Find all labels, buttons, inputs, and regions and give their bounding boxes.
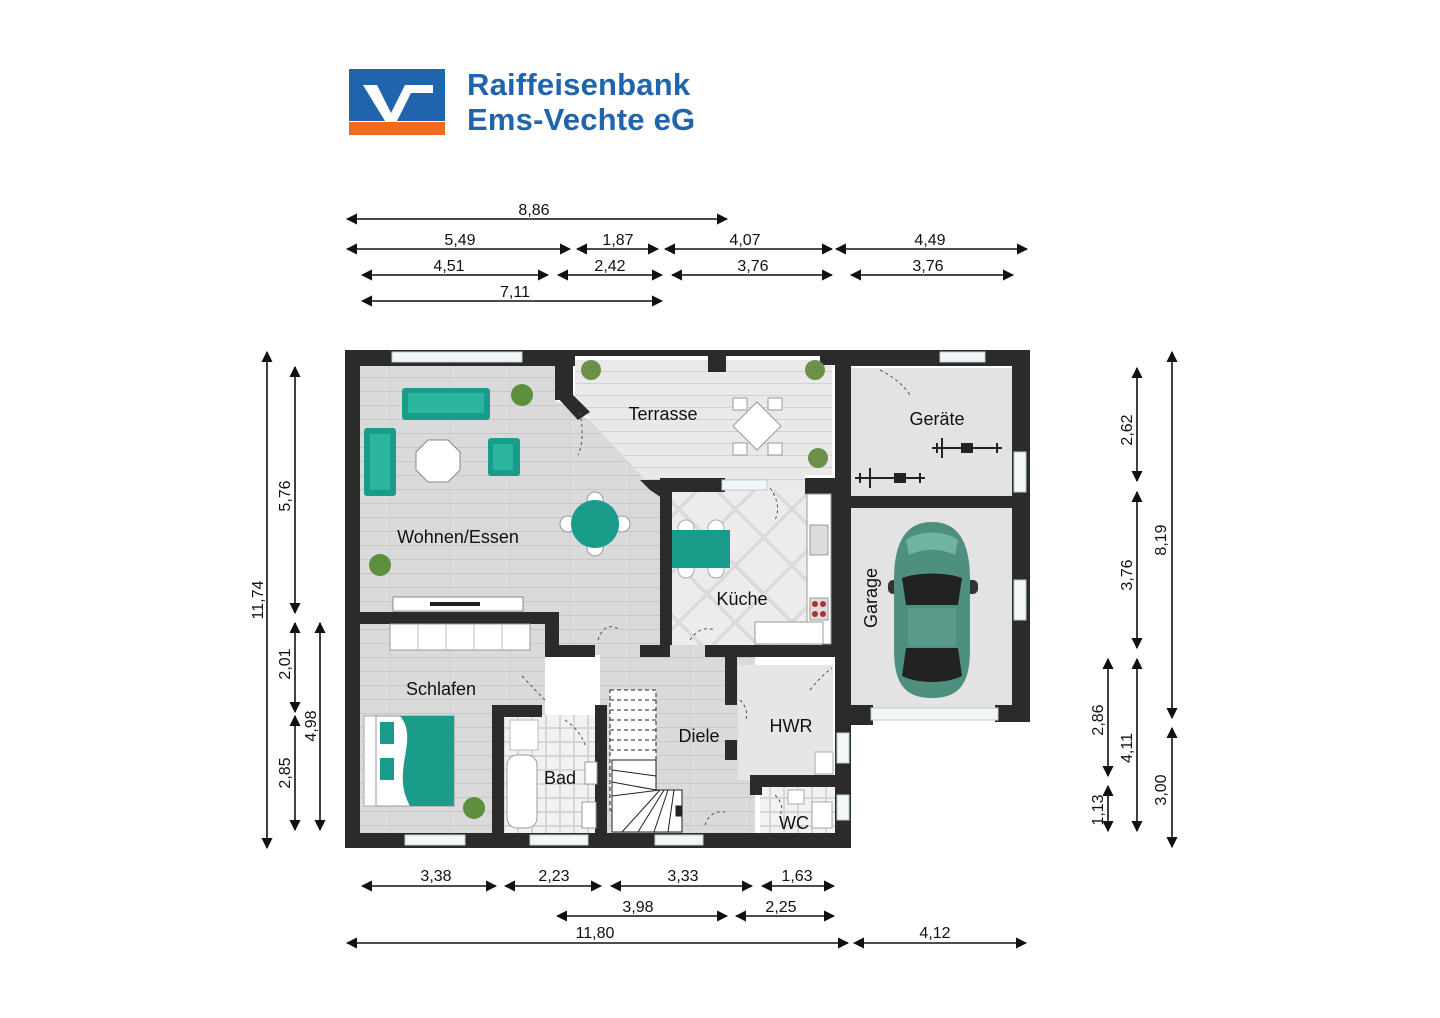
- dim-right: 4,11: [1119, 733, 1136, 763]
- dim-left: 2,01: [277, 648, 294, 679]
- plant-icon: [511, 384, 533, 406]
- raiffeisen-logo-icon: [349, 69, 445, 135]
- furniture: [363, 360, 1002, 833]
- dim-top: 1,87: [602, 232, 633, 249]
- dim-top: 7,11: [500, 284, 530, 301]
- staircase-icon: [609, 689, 683, 833]
- dim-left: 11,74: [250, 580, 267, 619]
- car-icon: [888, 522, 978, 698]
- dim-bottom: 1,63: [781, 868, 812, 885]
- wardrobe-icon: [389, 623, 531, 651]
- room-label-garage: Garage: [861, 568, 881, 628]
- plant-icon: [463, 797, 485, 819]
- kitchen-island-icon: [672, 530, 730, 568]
- dim-top: 4,49: [914, 232, 945, 249]
- dim-right: 3,00: [1153, 774, 1170, 805]
- dim-right: 2,62: [1119, 414, 1136, 445]
- dim-bottom: 3,98: [622, 899, 653, 916]
- dim-bottom: 2,23: [538, 868, 569, 885]
- bathtub-icon: [506, 754, 538, 829]
- room-label-wohnen: Wohnen/Essen: [397, 527, 519, 547]
- dim-top: 4,07: [729, 232, 760, 249]
- room-label-kueche: Küche: [716, 589, 767, 609]
- coffee-table-icon: [415, 439, 461, 483]
- dim-bottom: 11,80: [576, 925, 615, 942]
- room-label-schlafen: Schlafen: [406, 679, 476, 699]
- dim-right: 1,13: [1090, 794, 1107, 825]
- dim-right: 2,86: [1090, 704, 1107, 735]
- windows: [391, 351, 1027, 846]
- dimension-lines: [261, 213, 1178, 949]
- dim-left: 2,85: [277, 757, 294, 788]
- room-labels: Terrasse Geräte Wohnen/Essen Küche Garag…: [397, 404, 964, 833]
- terrace-table-icon: [732, 401, 782, 451]
- bank-name-line1: Raiffeisenbank: [467, 67, 691, 102]
- dim-bottom: 3,38: [420, 868, 451, 885]
- dim-right: 3,76: [1119, 559, 1136, 590]
- dim-left: 5,76: [277, 480, 294, 511]
- plant-icon: [808, 448, 828, 468]
- dim-top: 2,42: [594, 258, 625, 275]
- dining-table-icon: [571, 500, 619, 548]
- dim-top: 3,76: [737, 258, 768, 275]
- dim-right: 8,19: [1153, 524, 1170, 555]
- dim-left: 4,98: [303, 710, 320, 741]
- dim-top: 8,86: [518, 202, 549, 219]
- dim-top: 5,49: [444, 232, 475, 249]
- room-label-diele: Diele: [678, 726, 719, 746]
- plant-icon: [581, 360, 601, 380]
- bank-logo: Raiffeisenbank Ems-Vechte eG: [349, 67, 729, 139]
- room-label-terrasse: Terrasse: [628, 404, 697, 424]
- dim-bottom: 4,12: [919, 925, 950, 942]
- dim-top: 4,51: [433, 258, 464, 275]
- room-label-hwr: HWR: [770, 716, 813, 736]
- room-label-geraete: Geräte: [909, 409, 964, 429]
- dimension-labels: 8,86 5,49 1,87 4,07 4,49 4,51 2,42 3,76 …: [250, 202, 1170, 942]
- dim-bottom: 2,25: [765, 899, 796, 916]
- plant-icon: [369, 554, 391, 576]
- room-label-wc: WC: [779, 813, 809, 833]
- doors: [521, 369, 911, 826]
- bicycle-icon: [932, 438, 1002, 458]
- bicycle-icon: [855, 468, 925, 488]
- dim-top: 3,76: [912, 258, 943, 275]
- room-label-bad: Bad: [544, 768, 576, 788]
- bank-name-line2: Ems-Vechte eG: [467, 102, 696, 137]
- plant-icon: [805, 360, 825, 380]
- dim-bottom: 3,33: [667, 868, 698, 885]
